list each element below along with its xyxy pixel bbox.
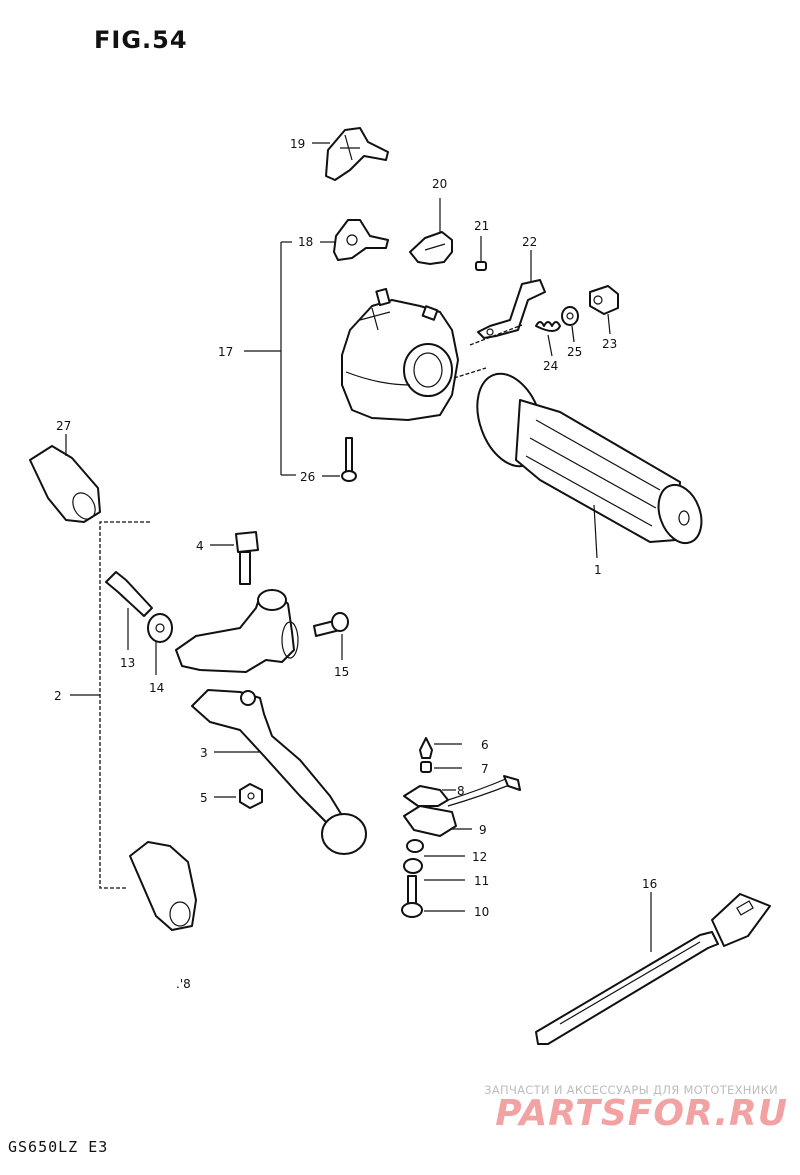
part-19-switch-cover	[325, 127, 389, 181]
part-10-screw	[401, 875, 423, 918]
callout-2: 2	[54, 689, 62, 703]
lever-holder-bracket	[175, 589, 299, 673]
part-16-cable-tie	[535, 893, 771, 1045]
callout-23: 23	[602, 337, 617, 351]
footer-model-code: GS650LZ E3	[8, 1138, 109, 1156]
callout-6: 6	[481, 738, 489, 752]
lever-boot-lower	[129, 841, 197, 931]
part-26-screw	[341, 437, 357, 482]
callout-8: 8	[457, 784, 465, 798]
callout-5: 5	[200, 791, 208, 805]
callout-18: 18	[298, 235, 313, 249]
callout-21: 21	[474, 219, 489, 233]
part-14-washer	[147, 613, 173, 643]
callout-12: 12	[472, 850, 487, 864]
part-23-block	[589, 285, 619, 315]
part-7-spring	[420, 761, 432, 773]
part-22-plate	[477, 279, 546, 339]
watermark-subtitle: ЗАПЧАСТИ И АКСЕССУАРЫ ДЛЯ МОТОТЕХНИКИ	[484, 1083, 778, 1097]
callout-19: 19	[290, 137, 305, 151]
part-5-nut	[239, 783, 263, 809]
part-1-handlebar-grip	[476, 372, 703, 545]
part-6-switch-cap	[419, 737, 433, 759]
part-24-spring	[535, 321, 561, 332]
callout-4: 4	[196, 539, 204, 553]
callout-25: 25	[567, 345, 582, 359]
part-21-screw	[475, 236, 487, 271]
part-20-switch-knob	[409, 231, 453, 265]
watermark-logo: PARTSFOR.RU	[495, 1093, 788, 1134]
part-12-washer	[406, 839, 424, 853]
callout-15: 15	[334, 665, 349, 679]
callout-26: 26	[300, 470, 315, 484]
part-18-switch-cover	[333, 219, 389, 261]
callout-9: 9	[479, 823, 487, 837]
figure-title: FIG.54	[94, 26, 188, 54]
part-25-washer	[561, 306, 579, 326]
part-27-lever-cover	[29, 445, 101, 523]
callout-1: 1	[594, 563, 602, 577]
stray-mark: .'8	[176, 977, 191, 991]
callout-16: 16	[642, 877, 657, 891]
callout-3: 3	[200, 746, 208, 760]
callout-13: 13	[120, 656, 135, 670]
part-3-clutch-lever	[191, 689, 367, 855]
part-11-washer	[403, 858, 423, 874]
callout-27: 27	[56, 419, 71, 433]
callout-22: 22	[522, 235, 537, 249]
callout-24: 24	[543, 359, 558, 373]
callout-14: 14	[149, 681, 164, 695]
part-13-bolt	[105, 571, 153, 617]
callout-17: 17	[218, 345, 233, 359]
part-15-screw	[313, 612, 349, 637]
part-17-throttle-housing	[341, 287, 459, 421]
part-8-9-switch-body	[403, 775, 521, 837]
callout-7: 7	[481, 762, 489, 776]
callout-11: 11	[474, 874, 489, 888]
part-4-pivot-bolt	[235, 531, 259, 585]
callout-20: 20	[432, 177, 447, 191]
callout-10: 10	[474, 905, 489, 919]
